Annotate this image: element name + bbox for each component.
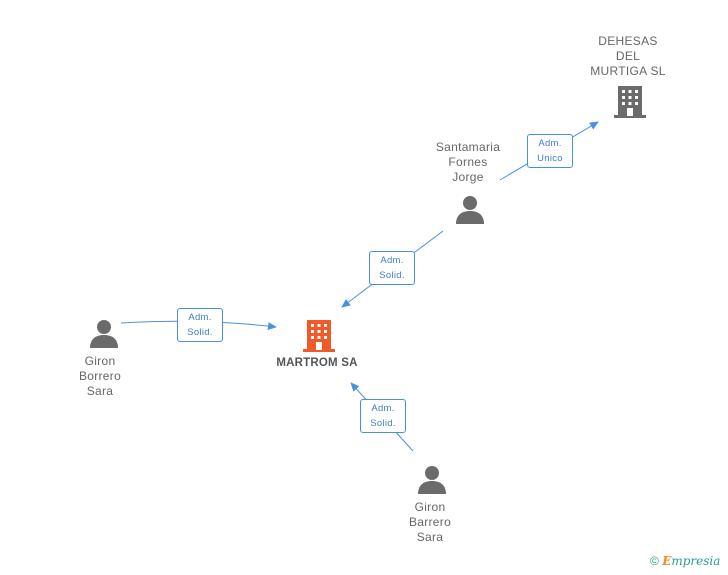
node-label-line: Sara (86, 384, 114, 398)
brand-logo[interactable]: Empresia (662, 554, 720, 568)
node-label-line: Barrero (408, 515, 452, 529)
footer-credit: © Empresia (650, 554, 720, 568)
edge-badge-line: Adm. (538, 138, 562, 149)
main-company-label[interactable]: MARTROM SA (276, 357, 358, 369)
node-label-line: Sara (416, 530, 444, 544)
copyright-icon: © (650, 554, 659, 568)
node-label-line: Giron (84, 354, 116, 368)
edge-badge-line: Unico (537, 153, 563, 164)
edge-badge-adm-unico[interactable]: Adm. Unico (527, 134, 573, 168)
person-icon[interactable] (417, 464, 447, 494)
node-label-giron-left[interactable]: Giron Borrero Sara (60, 354, 140, 399)
edge-badge-line: Adm. (380, 255, 404, 266)
edge-badge-line: Adm. (188, 312, 212, 323)
node-label-line: DEL (615, 49, 641, 63)
node-label-line: DEHESAS (598, 34, 658, 48)
edge-badge-line: Solid. (379, 270, 405, 281)
edge-badge-adm-solid[interactable]: Adm. Solid. (369, 251, 415, 285)
node-label-line: Fornes (448, 155, 488, 169)
brand-logo-initial: E (662, 554, 672, 568)
node-label-line: Giron (414, 500, 446, 514)
node-label-line: MURTIGA SL (590, 64, 666, 78)
person-icon[interactable] (455, 194, 485, 224)
edge-badge-adm-solid[interactable]: Adm. Solid. (177, 308, 223, 342)
edge-badge-line: Solid. (370, 418, 396, 429)
node-label-line: Borrero (78, 369, 122, 383)
brand-logo-rest: mpresia (671, 554, 721, 568)
node-label-line: Santamaria (435, 140, 501, 154)
node-label-dehesas[interactable]: DEHESAS DEL MURTIGA SL (582, 34, 674, 79)
node-label-line: Jorge (452, 170, 484, 184)
node-label-giron-bottom[interactable]: Giron Barrero Sara (390, 500, 470, 545)
edge-badge-line: Adm. (371, 403, 395, 414)
edge-badge-adm-solid[interactable]: Adm. Solid. (360, 399, 406, 433)
building-icon[interactable] (303, 318, 335, 352)
edge-badge-line: Solid. (187, 327, 213, 338)
node-label-santamaria[interactable]: Santamaria Fornes Jorge (420, 140, 516, 185)
person-icon[interactable] (89, 318, 119, 348)
building-icon[interactable] (614, 84, 646, 118)
